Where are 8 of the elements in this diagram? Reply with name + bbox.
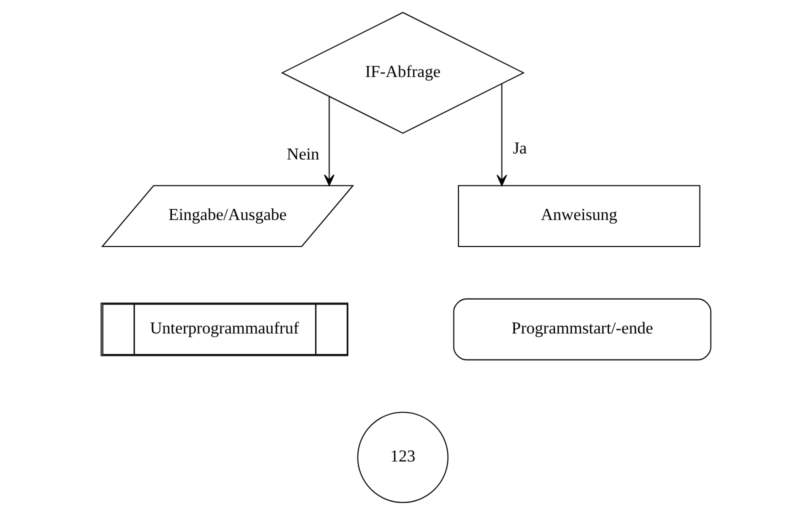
edge-label: Ja xyxy=(512,138,527,158)
node-circle: 123 xyxy=(357,412,448,504)
node-box: Anweisung xyxy=(458,185,700,248)
node-diamond: IF-Abfrage xyxy=(281,12,525,134)
arrow xyxy=(496,84,508,186)
node-box: Programmstart/-ende xyxy=(453,298,712,360)
edge-label: Nein xyxy=(286,144,320,164)
arrow xyxy=(324,96,334,186)
